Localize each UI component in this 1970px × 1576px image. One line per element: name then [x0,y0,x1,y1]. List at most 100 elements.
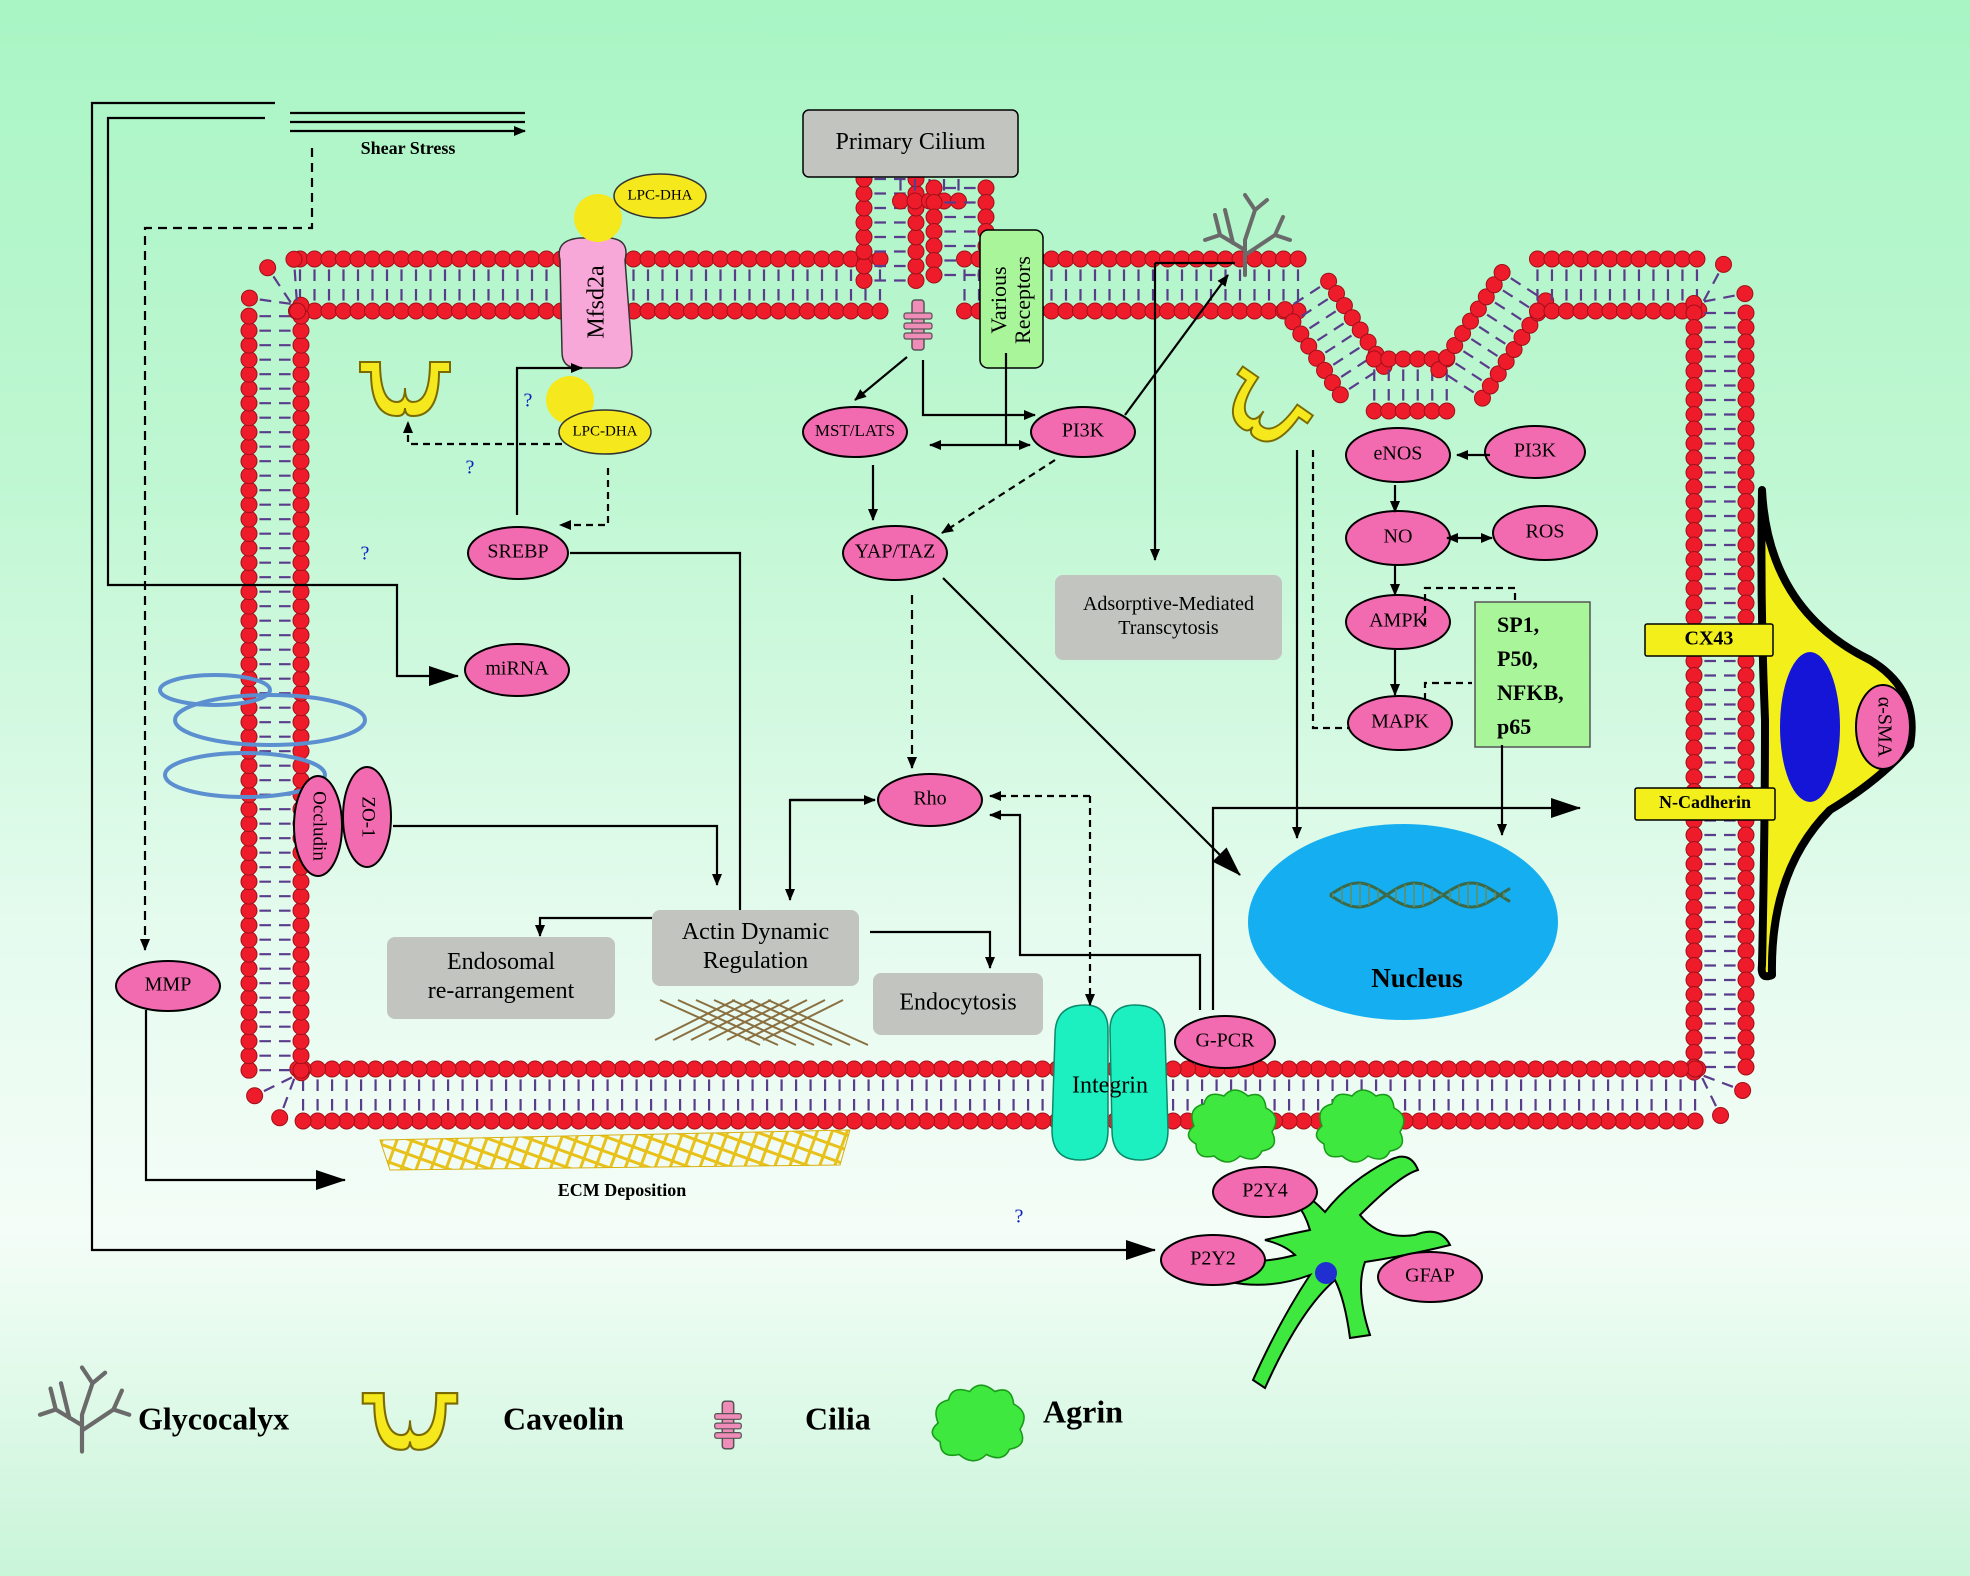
question-mark: ? [524,390,533,412]
caveolin-icon [1232,365,1315,443]
shear-stress-label: Shear Stress [361,138,456,158]
endocytosis-box-label: Endocytosis [899,990,1016,1016]
cx43-junction: CX43 [1644,623,1774,657]
dna-icon [1329,881,1511,909]
lpc-dha-head [546,376,594,424]
various-receptors-label: Various [986,266,1011,333]
cilia-icon [714,1400,742,1450]
primary-cilium-box-label: Primary Cilium [836,129,986,155]
lpc-dha-head [574,194,622,242]
mirna-node-label: miRNA [485,658,549,680]
enos-node-label: eNOS [1374,443,1423,465]
tf-label: NFKB, [1497,680,1564,705]
primary-cilium-box: Primary Cilium [802,109,1019,178]
gfap-node-label: GFAP [1405,1265,1455,1287]
pi3k-node-1-label: PI3K [1062,420,1105,442]
gpcr-node: G-PCR [1174,1015,1276,1069]
lpc-dha-inner: LPC-DHA [558,409,652,455]
agrin-icon [1315,1089,1405,1163]
mirna-node: miRNA [464,643,570,697]
enos-node: eNOS [1345,427,1451,483]
endosomal-box: Endosomal re-arrangement [387,937,615,1019]
mfsd2a-transporter: Mfsd2a [558,237,633,369]
p2y4-node-label: P2Y4 [1242,1180,1288,1202]
srebp-node-label: SREBP [487,541,548,563]
occludin-label: Occludin [309,791,330,861]
agrin-icon [931,1384,1025,1462]
transcription-factors-box: SP1,P50,NFKB,p65 [1474,601,1591,748]
question-mark: ? [466,457,475,479]
mmp-node: MMP [115,960,221,1012]
tight-junction: Occludin ZO-1 [158,673,392,877]
caveolin-icon [359,361,451,418]
agrin-icon [1187,1089,1277,1163]
legend-label-cilia: Cilia [805,1400,871,1436]
asma-label: α-SMA [1873,697,1895,758]
mfsd2a-label: Mfsd2a [584,265,610,339]
various-receptors-box [979,229,1044,369]
no-node: NO [1345,510,1451,566]
integrin-receptor: Integrin [1051,1004,1169,1161]
ampk-node: AMPK [1345,594,1451,650]
ecm-lattice [379,1129,851,1171]
actin-regulation-box-label: Regulation [703,948,808,974]
caveolin-icon [361,1392,459,1451]
nucleus: Nucleus [1248,824,1558,1020]
actin-regulation-box-label: Actin Dynamic [682,919,829,945]
rho-node: Rho [877,773,983,827]
zo1-label: ZO-1 [358,796,379,837]
question-mark: ? [361,543,370,565]
glycocalyx-icon [1203,193,1292,277]
gfap-node: GFAP [1377,1251,1483,1303]
lpc-dha-top: LPC-DHA [613,173,707,219]
endosomal-box-label: Endosomal [447,949,555,975]
mapk-node: MAPK [1347,695,1453,751]
yap-taz-node-label: YAP/TAZ [855,541,936,563]
glycocalyx-icon [37,1365,132,1454]
pi3k-node-1: PI3K [1030,406,1136,458]
lpc-dha-inner-label: LPC-DHA [572,423,637,439]
legend: Glycocalyx Caveolin Cilia Agrin [37,1365,1123,1462]
various-receptors-label: Receptors [1010,256,1035,344]
cilia-icon [903,299,933,351]
gpcr-node-label: G-PCR [1196,1030,1256,1052]
srebp-node: SREBP [467,526,569,580]
p2y2-node-label: P2Y2 [1190,1248,1236,1270]
ecm-label: ECM Deposition [558,1180,687,1200]
pi3k-node-2-label: PI3K [1514,440,1557,462]
rho-node-label: Rho [913,788,946,810]
n-cadherin-junction: N-Cadherin [1634,787,1776,821]
question-mark: ? [1015,1206,1024,1228]
p2y4-node: P2Y4 [1212,1166,1318,1218]
endosomal-box-label: re-arrangement [428,978,575,1004]
ros-node: ROS [1492,505,1598,561]
transcytosis-box-label: Adsorptive-Mediated [1083,593,1254,615]
pericyte-cell: α-SMA [1757,486,1916,981]
cx43-junction-label: CX43 [1685,628,1734,650]
no-node-label: NO [1384,526,1413,548]
lpc-dha-top-label: LPC-DHA [627,187,692,203]
ampk-node-label: AMPK [1369,610,1427,632]
nucleus-label: Nucleus [1371,963,1463,993]
legend-label-agrin: Agrin [1043,1393,1123,1429]
tf-label: SP1, [1497,612,1539,637]
endocytosis-box: Endocytosis [873,973,1043,1035]
integrin-label: Integrin [1072,1073,1148,1099]
mmp-node-label: MMP [145,974,192,996]
pathway-arrows [90,101,1581,1260]
tf-label: P50, [1497,646,1538,671]
ros-node-label: ROS [1526,521,1565,543]
p2y2-node: P2Y2 [1160,1234,1266,1286]
yap-taz-node: YAP/TAZ [842,525,948,581]
n-cadherin-junction-label: N-Cadherin [1659,792,1751,812]
mapk-node-label: MAPK [1371,711,1429,733]
actin-filaments [654,999,869,1046]
transcytosis-box-label: Transcytosis [1118,617,1219,639]
legend-label-caveolin: Caveolin [503,1400,624,1436]
mst-lats-node-label: MST/LATS [815,421,895,440]
pi3k-node-2: PI3K [1484,425,1586,479]
legend-label-glycocalyx: Glycocalyx [138,1400,289,1436]
